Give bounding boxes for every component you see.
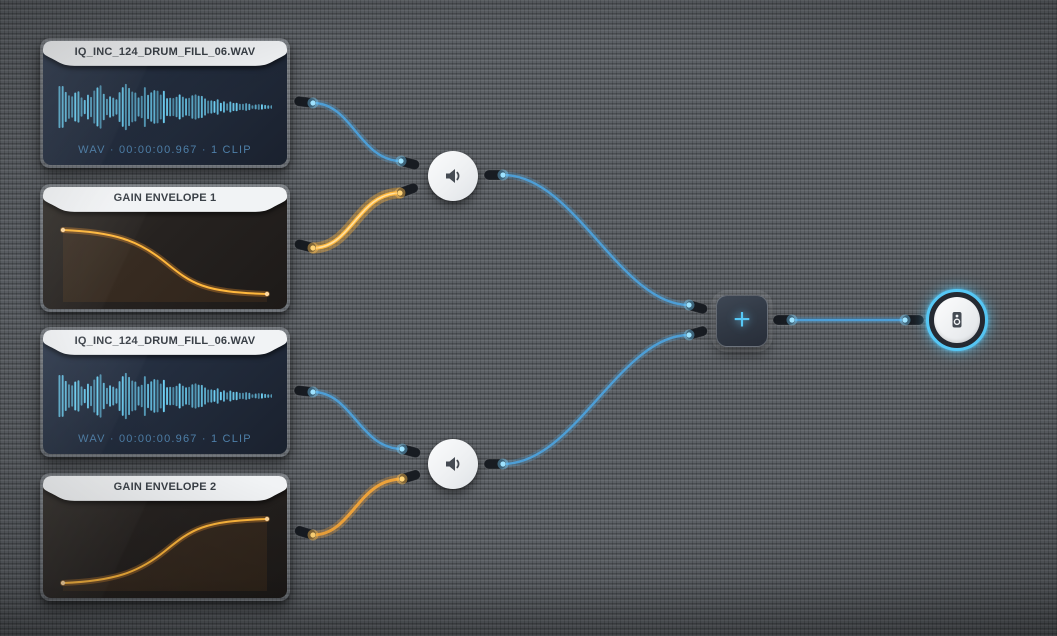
env1-body: GAIN ENVELOPE 1 [43, 187, 287, 309]
env1-end-handle[interactable] [264, 291, 270, 297]
env2-start-handle[interactable] [60, 580, 66, 586]
cable-gain2-to-mixer[interactable] [499, 331, 693, 468]
env1-header-tab[interactable] [43, 187, 287, 214]
node-card-wav2[interactable]: IQ_INC_124_DRUM_FILL_06.WAV WAV · 00:00:… [40, 327, 290, 457]
plug-gain1-in-gain[interactable] [393, 181, 420, 200]
plug-gain1-in-signal[interactable] [394, 154, 421, 171]
gain-node-1[interactable] [428, 151, 478, 201]
wav2-waveform [58, 372, 272, 420]
plus-icon: + [733, 303, 751, 336]
port-dot[interactable] [399, 446, 405, 452]
port-dot[interactable] [397, 190, 404, 197]
wav1-title: IQ_INC_124_DRUM_FILL_06.WAV [74, 46, 256, 58]
speaker-volume-icon [446, 169, 460, 183]
env2-end-handle[interactable] [264, 516, 270, 522]
cable-wav2-to-gain2[interactable] [309, 388, 406, 453]
plug-wav2-out[interactable] [293, 385, 320, 399]
wav2-header-tab[interactable] [43, 330, 287, 357]
port-dot[interactable] [902, 317, 908, 323]
plug-gain2-in-signal[interactable] [395, 442, 422, 459]
wav1-waveform [58, 83, 272, 131]
env1-title: GAIN ENVELOPE 1 [113, 192, 217, 204]
env1-curve[interactable] [53, 220, 277, 302]
port-dot[interactable] [500, 172, 506, 178]
wav2-meta: WAV · 00:00:00.967 · 1 CLIP [78, 433, 252, 445]
plug-gain1-out[interactable] [483, 169, 509, 181]
env2-curve[interactable] [53, 509, 277, 591]
env2-title: GAIN ENVELOPE 2 [113, 481, 217, 493]
port-dot[interactable] [310, 389, 316, 395]
port-dot[interactable] [686, 302, 692, 308]
env1-start-handle[interactable] [60, 227, 66, 233]
port-dot[interactable] [686, 332, 692, 338]
env2-header-tab[interactable] [43, 476, 287, 503]
plug-mixer-out[interactable] [772, 314, 798, 326]
port-dot[interactable] [310, 532, 316, 538]
speaker-volume-icon [446, 457, 460, 471]
env2-body: GAIN ENVELOPE 2 [43, 476, 287, 598]
wav2-body: IQ_INC_124_DRUM_FILL_06.WAV WAV · 00:00:… [43, 330, 287, 454]
output-node-face [934, 297, 980, 343]
wav1-header-tab[interactable] [43, 41, 287, 68]
plug-output-in[interactable] [899, 314, 925, 326]
plug-gain2-out[interactable] [483, 458, 509, 470]
gain-node-2[interactable] [428, 439, 478, 489]
plug-layer [293, 95, 925, 542]
port-dot[interactable] [310, 100, 316, 106]
plug-wav1-out[interactable] [293, 95, 319, 109]
node-card-env2[interactable]: GAIN ENVELOPE 2 [40, 473, 290, 601]
wav2-title: IQ_INC_124_DRUM_FILL_06.WAV [74, 335, 256, 347]
wav1-meta: WAV · 00:00:00.967 · 1 CLIP [78, 144, 252, 156]
plug-env1-out[interactable] [293, 238, 320, 255]
port-dot[interactable] [398, 158, 404, 164]
port-dot[interactable] [789, 317, 795, 323]
cable-wav1-to-gain1[interactable] [309, 99, 405, 165]
plug-gain2-in-gain[interactable] [395, 468, 422, 486]
plug-mixer-in-1[interactable] [682, 298, 709, 315]
port-dot[interactable] [500, 461, 506, 467]
plug-env2-out[interactable] [293, 524, 320, 542]
output-node[interactable] [926, 289, 988, 351]
cable-env2-to-gain2[interactable] [309, 475, 406, 539]
speaker-cabinet-icon [952, 312, 962, 328]
wav1-body: IQ_INC_124_DRUM_FILL_06.WAV WAV · 00:00:… [43, 41, 287, 165]
node-card-env1[interactable]: GAIN ENVELOPE 1 [40, 184, 290, 312]
port-dot[interactable] [310, 245, 316, 251]
cable-env1-to-gain1[interactable] [307, 187, 406, 254]
plug-mixer-in-2[interactable] [682, 324, 709, 341]
node-card-wav1[interactable]: IQ_INC_124_DRUM_FILL_06.WAV WAV · 00:00:… [40, 38, 290, 168]
mixer-node[interactable]: + [716, 295, 768, 347]
port-dot[interactable] [399, 476, 405, 482]
cable-gain1-to-mixer[interactable] [499, 171, 693, 309]
